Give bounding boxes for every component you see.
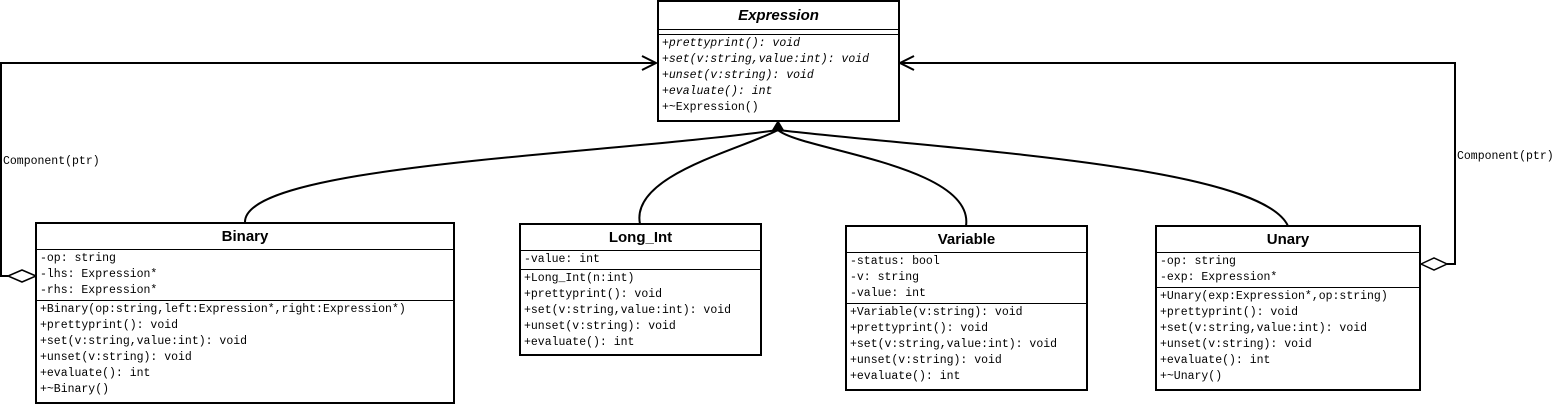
method-row: +prettyprint(): void xyxy=(850,322,989,335)
method-row: +~Expression() xyxy=(662,101,759,114)
method-row: +unset(v:string): void xyxy=(40,351,192,364)
method-row: +set(v:string,value:int): void xyxy=(662,53,870,66)
method-section: +Binary(op:string,left:Expression*,right… xyxy=(37,301,453,399)
generalization-unary xyxy=(777,129,1289,227)
method-row: +unset(v:string): void xyxy=(850,354,1002,367)
association-label-right: Component(ptr) xyxy=(1457,150,1554,163)
association-left xyxy=(0,62,656,277)
class-long-int[interactable]: Long_Int -value: int +Long_Int(n:int) +pr… xyxy=(519,223,762,356)
method-row: +unset(v:string): void xyxy=(662,69,814,82)
class-expression[interactable]: Expression +prettyprint(): void +set(v:st… xyxy=(657,0,900,122)
method-row: +prettyprint(): void xyxy=(1160,306,1299,319)
method-section: +Variable(v:string): void +prettyprint():… xyxy=(847,304,1086,386)
method-row: +evaluate(): int xyxy=(1160,354,1271,367)
method-row: +evaluate(): int xyxy=(850,370,961,383)
aggregation-diamond-unary xyxy=(1419,257,1449,271)
attribute-row: -op: string xyxy=(40,252,116,265)
attribute-row: -exp: Expression* xyxy=(1160,271,1278,284)
aggregation-diamond-binary xyxy=(6,269,38,283)
attribute-section: -op: string -lhs: Expression* -rhs: Expres… xyxy=(37,250,453,301)
method-row: +set(v:string,value:int): void xyxy=(850,338,1058,351)
method-section: +prettyprint(): void +set(v:string,value:… xyxy=(659,35,898,117)
method-row: +set(v:string,value:int): void xyxy=(40,335,248,348)
generalization-variable xyxy=(777,129,968,227)
method-row: +prettyprint(): void xyxy=(662,37,801,50)
method-row: +unset(v:string): void xyxy=(1160,338,1312,351)
generalization-binary xyxy=(244,129,779,223)
association-label-left: Component(ptr) xyxy=(3,155,100,168)
class-unary[interactable]: Unary -op: string -exp: Expression* +Unar… xyxy=(1155,225,1421,391)
method-row: +Binary(op:string,left:Expression*,right… xyxy=(40,303,406,316)
class-title: Expression xyxy=(659,2,898,30)
method-row: +prettyprint(): void xyxy=(524,288,663,301)
class-binary[interactable]: Binary -op: string -lhs: Expression* -rhs:… xyxy=(35,222,455,404)
class-title: Unary xyxy=(1157,227,1419,253)
association-right-arrowhead xyxy=(897,55,915,71)
attribute-section: -status: bool -v: string -value: int xyxy=(847,253,1086,304)
attribute-section xyxy=(659,30,898,35)
method-row: +Long_Int(n:int) xyxy=(524,272,635,285)
method-row: +prettyprint(): void xyxy=(40,319,179,332)
attribute-section: -value: int xyxy=(521,251,760,270)
generalization-long-int xyxy=(638,129,779,225)
method-section: +Long_Int(n:int) +prettyprint(): void +set… xyxy=(521,270,760,352)
method-section: +Unary(exp:Expression*,op:string) +pretty… xyxy=(1157,288,1419,386)
class-title: Variable xyxy=(847,227,1086,253)
class-variable[interactable]: Variable -status: bool -v: string -value: … xyxy=(845,225,1088,391)
attribute-row: -v: string xyxy=(850,271,920,284)
generalization-arrowhead xyxy=(771,120,785,132)
attribute-row: -rhs: Expression* xyxy=(40,284,158,297)
attribute-row: -value: int xyxy=(850,287,926,300)
attribute-section: -op: string -exp: Expression* xyxy=(1157,253,1419,288)
method-row: +evaluate(): int xyxy=(662,85,773,98)
method-row: +~Unary() xyxy=(1160,370,1223,383)
attribute-row: -op: string xyxy=(1160,255,1236,268)
attribute-row: -lhs: Expression* xyxy=(40,268,158,281)
method-row: +Unary(exp:Expression*,op:string) xyxy=(1160,290,1388,303)
method-row: +set(v:string,value:int): void xyxy=(1160,322,1368,335)
association-right xyxy=(900,62,1456,265)
attribute-row: -status: bool xyxy=(850,255,940,268)
method-row: +~Binary() xyxy=(40,383,110,396)
attribute-row: -value: int xyxy=(524,253,600,266)
method-row: +unset(v:string): void xyxy=(524,320,676,333)
method-row: +Variable(v:string): void xyxy=(850,306,1023,319)
association-left-arrowhead xyxy=(641,55,659,71)
method-row: +set(v:string,value:int): void xyxy=(524,304,732,317)
method-row: +evaluate(): int xyxy=(524,336,635,349)
method-row: +evaluate(): int xyxy=(40,367,151,380)
class-title: Binary xyxy=(37,224,453,250)
class-title: Long_Int xyxy=(521,225,760,251)
